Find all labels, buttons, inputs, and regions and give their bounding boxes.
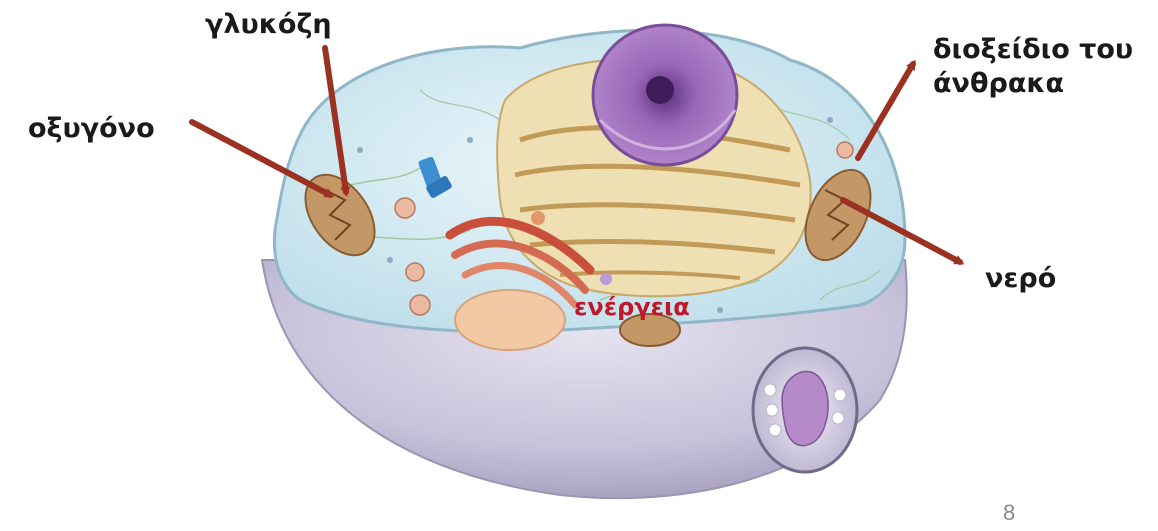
nucleus-icon [593, 25, 737, 165]
label-energy: ενέργεια [574, 293, 690, 321]
label-carbon-dioxide-line2: άνθρακα [933, 67, 1064, 101]
page-number: 8 [1003, 500, 1015, 526]
label-water: νερό [985, 262, 1056, 296]
membrane-detail-lens [753, 348, 857, 472]
label-carbon-dioxide-line1: διοξείδιο του [933, 33, 1133, 67]
label-oxygen: οξυγόνο [28, 112, 155, 146]
label-glucose: γλυκόζη [205, 8, 332, 42]
